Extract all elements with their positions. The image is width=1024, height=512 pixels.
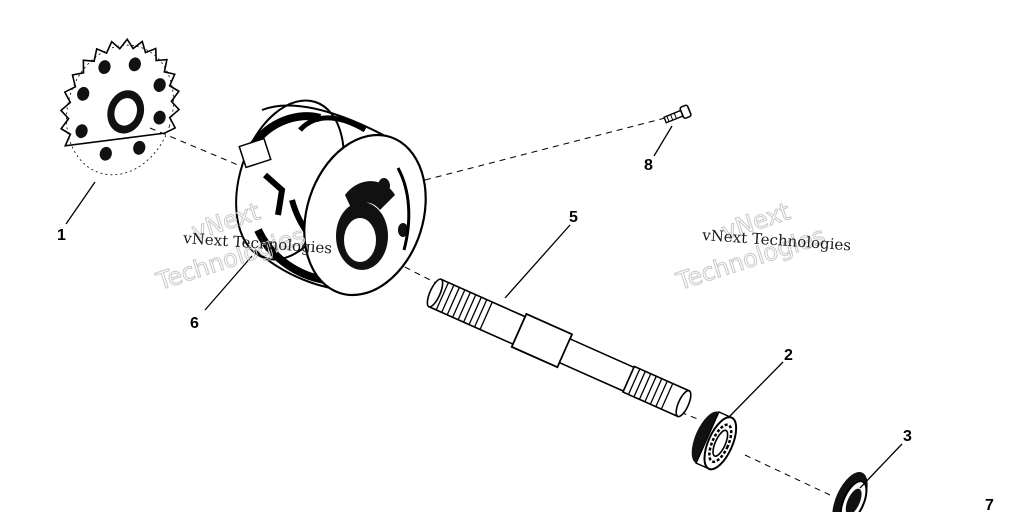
leader-5: [504, 224, 571, 299]
sprocket-bore: [114, 98, 138, 126]
callout-5: 5: [569, 209, 578, 226]
screw-part: [663, 104, 692, 124]
leader-2: [727, 361, 784, 419]
housing-bore: [344, 218, 376, 262]
callout-8: 8: [644, 157, 653, 174]
callout-1: 1: [57, 227, 66, 244]
leader-1: [65, 181, 96, 225]
leader-8: [653, 125, 673, 157]
watermark-right: vNext Technologies vNext Technologies: [672, 197, 852, 297]
callout-7: 7: [985, 497, 994, 512]
leader-lines: [65, 125, 903, 489]
leader-6: [204, 255, 253, 311]
sprocket-part: [59, 37, 181, 176]
sprocket-rim: [66, 44, 174, 176]
callout-2: 2: [784, 347, 793, 364]
axis-line-sprocket: [149, 127, 251, 171]
axis-line-pump: [394, 261, 441, 286]
sprocket-holes: [75, 57, 166, 161]
callout-6: 6: [190, 315, 199, 332]
seal-part: [832, 472, 868, 512]
axis-line-screw: [424, 117, 666, 181]
bearing-part: [691, 411, 738, 471]
leader-3: [859, 443, 903, 489]
callout-3: 3: [903, 428, 912, 445]
pump-housing-part: [235, 98, 427, 297]
shaft-body: [558, 337, 636, 393]
housing-notch: [238, 137, 272, 169]
shaft-spline-left: [427, 278, 527, 346]
axis-line-bearing: [744, 454, 831, 496]
shaft-part: [426, 278, 692, 418]
